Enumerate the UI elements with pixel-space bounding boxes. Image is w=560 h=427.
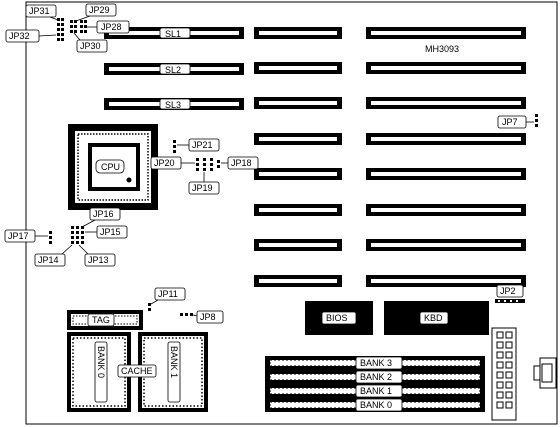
jp29-label: JP29 xyxy=(89,5,110,15)
jp11-label: JP11 xyxy=(158,289,178,299)
jp2-callout xyxy=(496,284,524,298)
cache-block: TAG BANK 0 BANK 1 CACHE xyxy=(67,310,208,412)
jp20-label: JP20 xyxy=(154,158,175,168)
memory-banks: BANK 3 BANK 2 BANK 1 BANK 0 xyxy=(265,356,485,412)
jp30-callout xyxy=(76,39,108,53)
jp17-label: JP17 xyxy=(8,231,29,241)
cache-label: CACHE xyxy=(121,366,153,376)
jp28-label: JP28 xyxy=(101,22,122,32)
jp15-label: JP15 xyxy=(100,227,121,237)
slot-sl1-label: SL1 xyxy=(165,29,181,39)
slot-sl3: SL3 xyxy=(104,98,244,110)
cache-bank0-label: BANK 0 xyxy=(96,346,106,378)
jumper-jp21 xyxy=(173,140,176,153)
jp18-label: JP18 xyxy=(231,158,252,168)
jp31-callout xyxy=(25,4,57,18)
expansion-slots-left xyxy=(254,27,342,287)
jp32-label: JP32 xyxy=(9,31,30,41)
bios-label: BIOS xyxy=(326,313,348,323)
jp11-callout xyxy=(154,287,186,301)
jp16-callout xyxy=(89,207,121,221)
kbd-label: KBD xyxy=(424,313,443,323)
jumper-jp8 xyxy=(180,313,193,316)
memory-bank3-label: BANK 3 xyxy=(360,358,392,368)
memory-bank1-label: BANK 1 xyxy=(360,386,392,396)
jp30-label: JP30 xyxy=(80,41,101,51)
jumper-cluster-jp18-20 xyxy=(196,158,220,171)
cpu-socket: CPU xyxy=(68,124,158,210)
jp2-label: JP2 xyxy=(500,286,516,296)
keyboard-connector xyxy=(533,357,557,389)
jumper-jp11 xyxy=(148,303,151,311)
jp14-callout xyxy=(34,253,66,267)
jp8-callout xyxy=(196,310,224,324)
slot-sl2-label: SL2 xyxy=(165,65,181,75)
slot-sl3-label: SL3 xyxy=(165,100,181,110)
jp31-label: JP31 xyxy=(29,6,50,16)
board-outline xyxy=(25,1,558,425)
cache-bank1-label: BANK 1 xyxy=(169,346,179,378)
expansion-slots-right xyxy=(366,27,526,287)
cpu-label: CPU xyxy=(101,162,120,172)
jumper-jp7 xyxy=(535,114,538,127)
slot-sl2: SL2 xyxy=(104,63,244,75)
jp13-label: JP13 xyxy=(88,255,109,265)
jp29-callout xyxy=(85,3,117,17)
power-connector xyxy=(491,327,517,421)
jp13-callout xyxy=(84,253,116,267)
jp7-label: JP7 xyxy=(502,117,518,127)
jumper-jp2 xyxy=(495,299,525,303)
jp8-label: JP8 xyxy=(200,312,216,322)
slot-sl1: SL1 xyxy=(104,27,244,39)
jp16-label: JP16 xyxy=(93,209,114,219)
jumper-cluster-top-left xyxy=(57,18,87,41)
board-id-label: MH3093 xyxy=(425,44,459,54)
memory-bank0-label: BANK 0 xyxy=(360,400,392,410)
jp19-label: JP19 xyxy=(192,183,213,193)
jp14-label: JP14 xyxy=(38,255,59,265)
memory-bank2-label: BANK 2 xyxy=(360,372,392,382)
tag-label: TAG xyxy=(92,315,110,325)
jumper-cluster-jp13-17 xyxy=(49,226,84,244)
jp21-label: JP21 xyxy=(192,140,213,150)
